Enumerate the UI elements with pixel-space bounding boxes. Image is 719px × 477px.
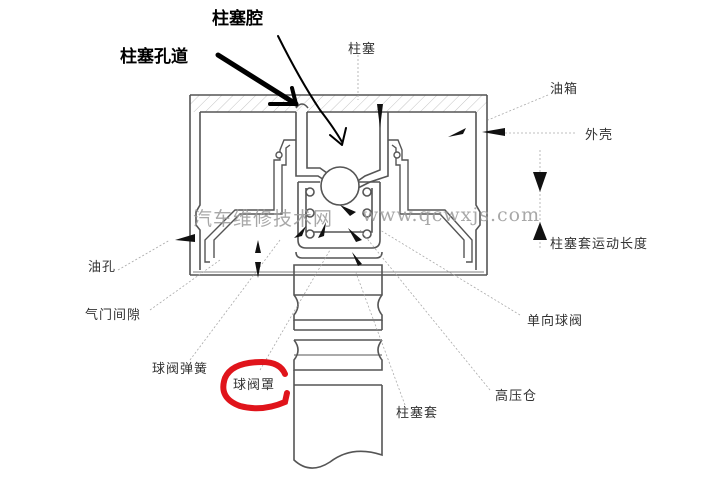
label-oil-hole: 油孔 (88, 260, 117, 275)
label-ball-valve-spring: 球阀弹簧 (152, 362, 209, 377)
outer-housing (189, 94, 488, 276)
label-plunger-cavity: 柱塞腔 (212, 9, 263, 29)
label-valve-clearance: 气门间隙 (85, 308, 142, 323)
label-outer-shell: 外壳 (585, 128, 614, 143)
label-oil-tank: 油箱 (550, 82, 579, 97)
plunger-stem (293, 251, 383, 469)
leader-lines (117, 55, 575, 406)
label-plunger: 柱塞 (348, 42, 377, 57)
label-plunger-sleeve: 柱塞套 (396, 406, 439, 421)
plunger-sleeve (204, 139, 473, 263)
label-plunger-bore: 柱塞孔道 (120, 47, 188, 67)
watermark-url: www.qcwxjs.com (362, 204, 541, 226)
label-check-ball-valve: 单向球阀 (527, 314, 584, 329)
label-high-pressure-chamber: 高压仓 (495, 389, 538, 404)
red-highlight-circle (220, 358, 290, 412)
check-valve-assembly (297, 166, 381, 249)
label-ball-valve-cover: 球阀罩 (233, 378, 276, 393)
watermark-cn: 汽车维修技术网 (193, 208, 334, 230)
handwritten-arrows (215, 35, 347, 146)
label-plunger-sleeve-stroke: 柱塞套运动长度 (550, 237, 649, 252)
arrow-markers (175, 104, 547, 278)
